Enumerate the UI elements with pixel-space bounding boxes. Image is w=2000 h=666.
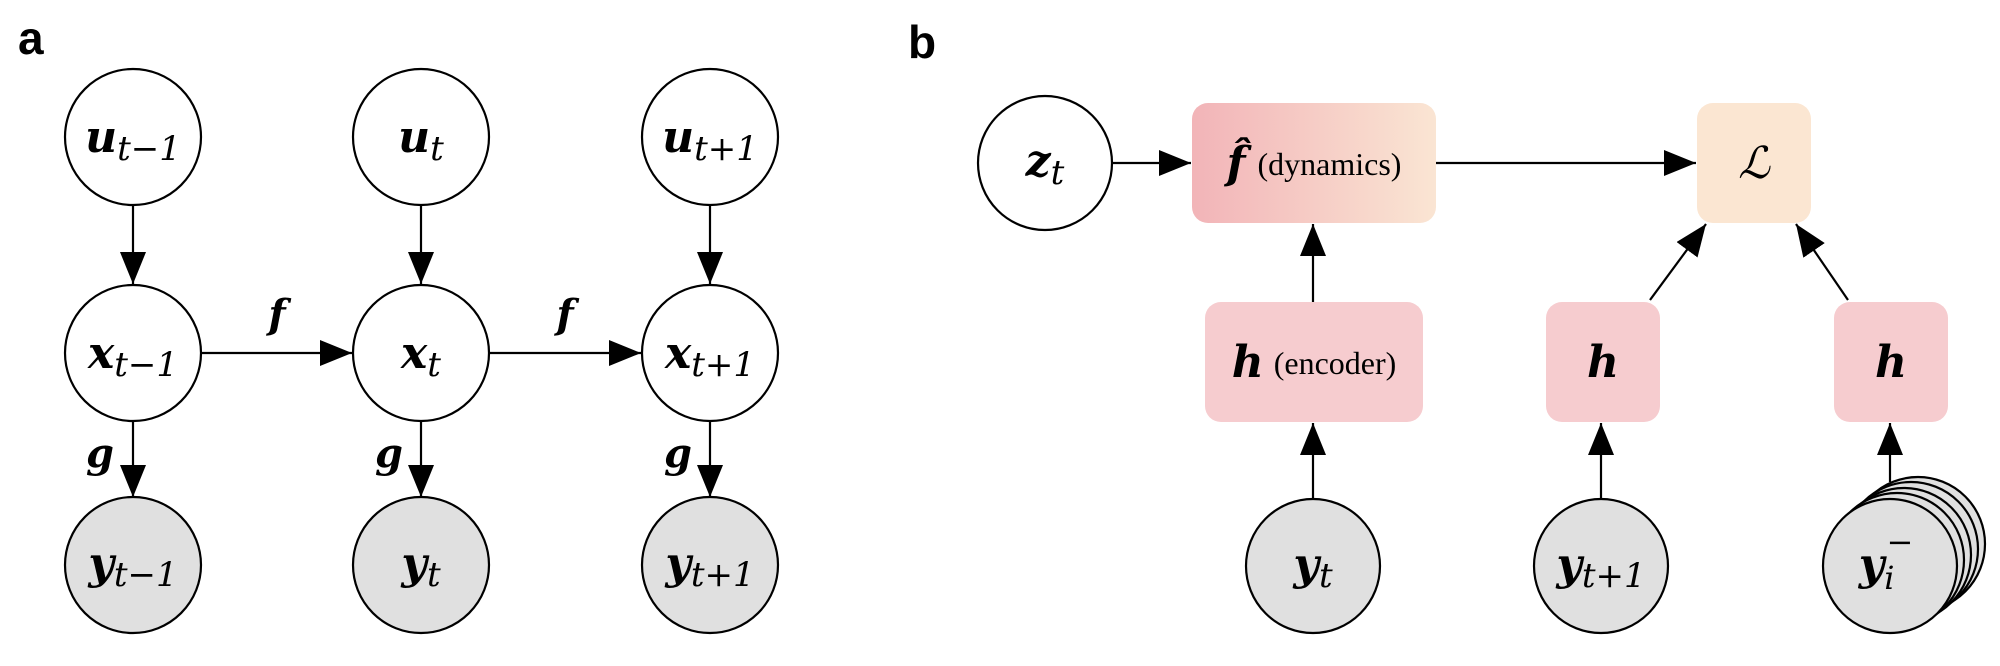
emission-label-0: g	[86, 430, 114, 477]
negative-sample-node	[1821, 497, 1959, 635]
observation-node-2	[640, 495, 780, 635]
obs-current-label: yt	[1292, 539, 1333, 596]
transition-label-0: f	[265, 291, 291, 338]
encoder-box-main	[1205, 302, 1423, 422]
observation-label-2: yt+1	[664, 538, 754, 595]
dynamics-label: f̂(dynamics)	[1224, 136, 1402, 189]
panel-b-label: b	[908, 16, 936, 68]
emission-label-2: g	[664, 430, 692, 477]
loss-box	[1697, 103, 1811, 223]
encoder-main-label: h(encoder)	[1232, 337, 1397, 388]
loss-label: ℒ	[1738, 138, 1771, 189]
latent-input-node	[976, 94, 1114, 232]
state-node-0	[63, 283, 203, 423]
negative-samples-stack	[1821, 475, 1987, 635]
observation-node-1	[351, 495, 491, 635]
obs-negative-label: yi−	[1858, 523, 1914, 597]
edge-positive-loss	[1649, 223, 1707, 301]
panel-a-label: a	[18, 12, 44, 64]
obs-current-node	[1244, 497, 1382, 635]
encoder-box-positive	[1546, 302, 1660, 422]
state-node-1	[351, 283, 491, 423]
panel-b: zt f̂(dynamics) ℒ h(encoder) h h yt yt+1…	[976, 94, 1987, 635]
input-node-1	[351, 67, 491, 207]
edge-negative-loss	[1795, 223, 1849, 301]
state-node-2	[640, 283, 780, 423]
observation-label-1: yt	[400, 538, 441, 595]
observation-node-0	[63, 495, 203, 635]
state-label-2: xt+1	[664, 328, 755, 385]
dynamics-box	[1192, 103, 1436, 223]
panel-a: f f g g g ut−1 ut ut+1 xt−1 xt xt+1 yt−1…	[63, 67, 780, 635]
input-node-0	[63, 67, 203, 207]
latent-input-label: zt	[1025, 136, 1065, 193]
input-label-0: ut−1	[85, 112, 181, 169]
transition-label-1: f	[553, 291, 579, 338]
encoder-positive-label: h	[1587, 337, 1619, 388]
obs-next-label: yt+1	[1555, 539, 1645, 596]
encoder-box-negative	[1834, 302, 1948, 422]
emission-label-1: g	[375, 430, 403, 477]
input-node-2	[640, 67, 780, 207]
input-label-2: ut+1	[662, 112, 758, 169]
input-label-1: ut	[398, 112, 444, 169]
encoder-negative-label: h	[1875, 337, 1907, 388]
obs-next-node	[1532, 497, 1670, 635]
state-label-1: xt	[400, 328, 441, 385]
state-label-0: xt−1	[87, 328, 178, 385]
observation-label-0: yt−1	[87, 538, 177, 595]
